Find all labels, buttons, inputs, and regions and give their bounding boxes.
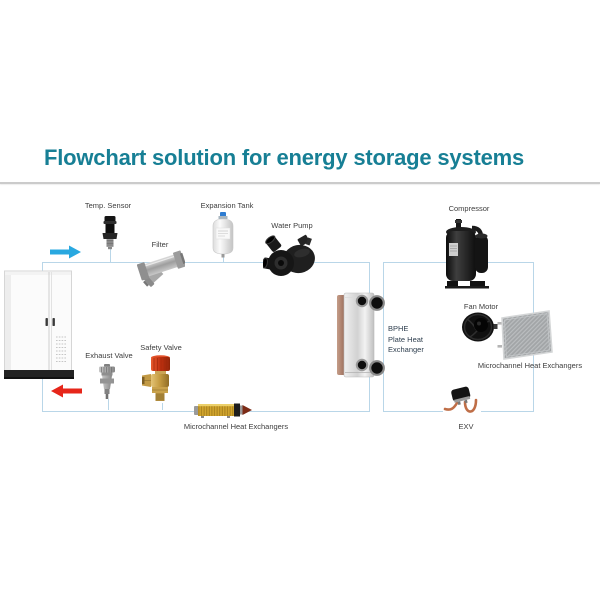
safety-valve-image	[142, 355, 170, 401]
microchannel-hx-bottom-label: Microchannel Heat Exchangers	[183, 422, 289, 431]
temp-sensor-image	[102, 216, 118, 250]
exv-image	[443, 386, 481, 414]
compressor-image	[445, 219, 489, 289]
supply-arrow-icon	[50, 245, 81, 259]
water-pump-image	[263, 234, 315, 276]
temp-sensor-label: Temp. Sensor	[84, 201, 132, 210]
water-pump-label: Water Pump	[271, 221, 313, 230]
title-divider	[0, 182, 600, 184]
filter-label: Filter	[151, 240, 169, 249]
safety-valve-label: Safety Valve	[140, 343, 182, 352]
exhaust-valve-image	[99, 364, 115, 399]
bphe-label: BPHE Plate Heat Exchanger	[388, 324, 424, 356]
expansion-tank-image	[212, 212, 234, 258]
compressor-label: Compressor	[448, 204, 490, 213]
exv-label: EXV	[458, 422, 474, 431]
bphe-label-line2: Plate Heat	[388, 334, 424, 344]
microchannel-hx-bottom-image	[194, 403, 252, 418]
microchannel-hx-right-label: Microchannel Heat Exchangers	[477, 361, 583, 370]
bphe-image	[337, 292, 385, 378]
return-arrow-icon	[51, 384, 82, 398]
expansion-tank-label: Expansion Tank	[200, 201, 254, 210]
water-loop-line	[42, 262, 370, 412]
fan-motor-label: Fan Motor	[463, 302, 499, 311]
microchannel-hx-right-image	[497, 310, 553, 360]
filter-image	[137, 250, 185, 287]
bphe-label-line3: Exchanger	[388, 345, 424, 354]
temp-sensor-stub	[110, 247, 111, 262]
bphe-label-line1: BPHE	[388, 324, 409, 333]
fan-motor-image	[462, 312, 498, 342]
page-title: Flowchart solution for energy storage sy…	[44, 145, 525, 170]
exhaust-valve-label: Exhaust Valve	[85, 351, 133, 360]
energy-storage-cabinet-image	[4, 270, 74, 379]
expansion-tank-stub	[223, 255, 224, 262]
exhaust-valve-stub	[108, 399, 109, 410]
safety-valve-stub	[162, 403, 163, 410]
